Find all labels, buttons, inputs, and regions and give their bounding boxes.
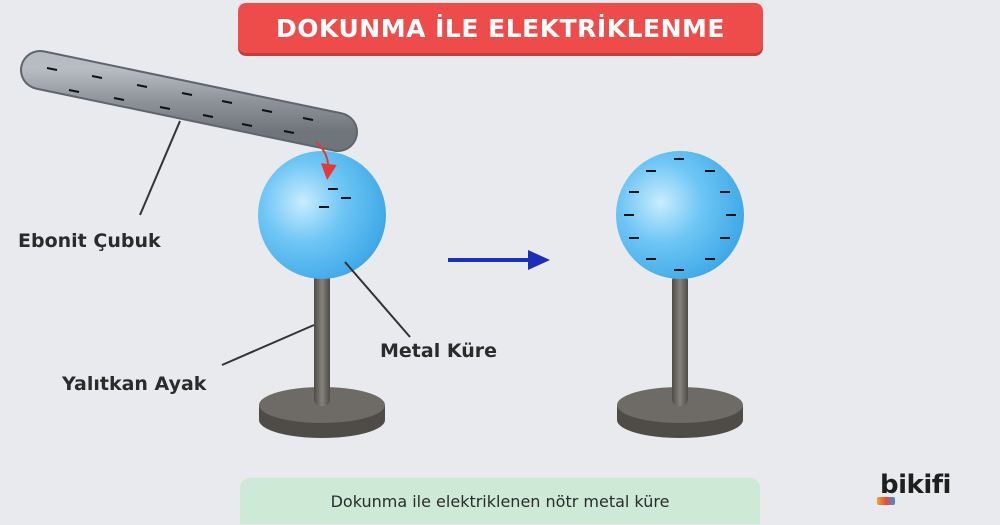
rod-label: Ebonit Çubuk — [18, 230, 161, 252]
title-text: DOKUNMA İLE ELEKTRİKLENME — [276, 13, 725, 43]
caption-text: Dokunma ile elektriklenen nötr metal kür… — [330, 491, 670, 511]
left-sphere-charges — [319, 188, 351, 208]
right-apparatus — [616, 151, 744, 438]
charge-transfer-arrow — [315, 141, 337, 180]
brand-logo: bikifi — [880, 470, 951, 500]
right-sphere-charges — [624, 158, 736, 271]
left-metal-sphere — [258, 151, 386, 279]
stand-leader-line — [221, 324, 315, 366]
ebonite-rod — [20, 50, 358, 152]
rod-leader-line — [139, 120, 181, 216]
left-apparatus — [258, 151, 386, 438]
process-arrow — [448, 250, 550, 270]
title-banner: DOKUNMA İLE ELEKTRİKLENME — [238, 3, 763, 53]
sphere-leader-line — [344, 261, 411, 338]
rod-charges — [46, 67, 314, 134]
left-stand-pole — [314, 270, 330, 406]
right-metal-sphere — [616, 151, 744, 279]
right-stand-pole — [672, 274, 688, 406]
stand-label: Yalıtkan Ayak — [62, 373, 207, 395]
caption-box: Dokunma ile elektriklenen nötr metal kür… — [240, 478, 760, 524]
sphere-label: Metal Küre — [380, 340, 497, 362]
logo-color-bar — [877, 497, 895, 505]
